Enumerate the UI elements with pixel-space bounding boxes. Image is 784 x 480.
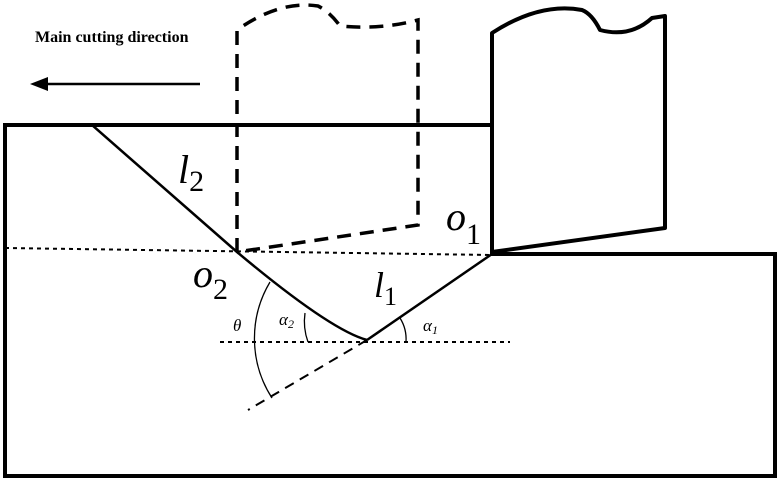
extension-line xyxy=(247,339,368,411)
alpha1-arc xyxy=(399,317,407,343)
label-l2: l2 xyxy=(178,147,204,198)
label-alpha1: α1 xyxy=(423,316,438,337)
theta-arc xyxy=(253,281,273,399)
profile-l2 xyxy=(91,124,368,342)
alpha2-arc xyxy=(303,312,309,343)
direction-label: Main cutting direction xyxy=(35,29,189,46)
label-o1: o1 xyxy=(446,194,481,251)
tool-current xyxy=(490,6,667,254)
direction-arrow-head xyxy=(30,77,48,91)
label-o2: o2 xyxy=(193,251,228,306)
profile-l1 xyxy=(366,252,493,342)
surface-reference-line xyxy=(4,247,493,256)
label-alpha2: α2 xyxy=(279,310,294,331)
tool-previous xyxy=(235,3,420,254)
label-l1: l1 xyxy=(374,265,397,311)
label-theta: θ xyxy=(233,316,241,335)
